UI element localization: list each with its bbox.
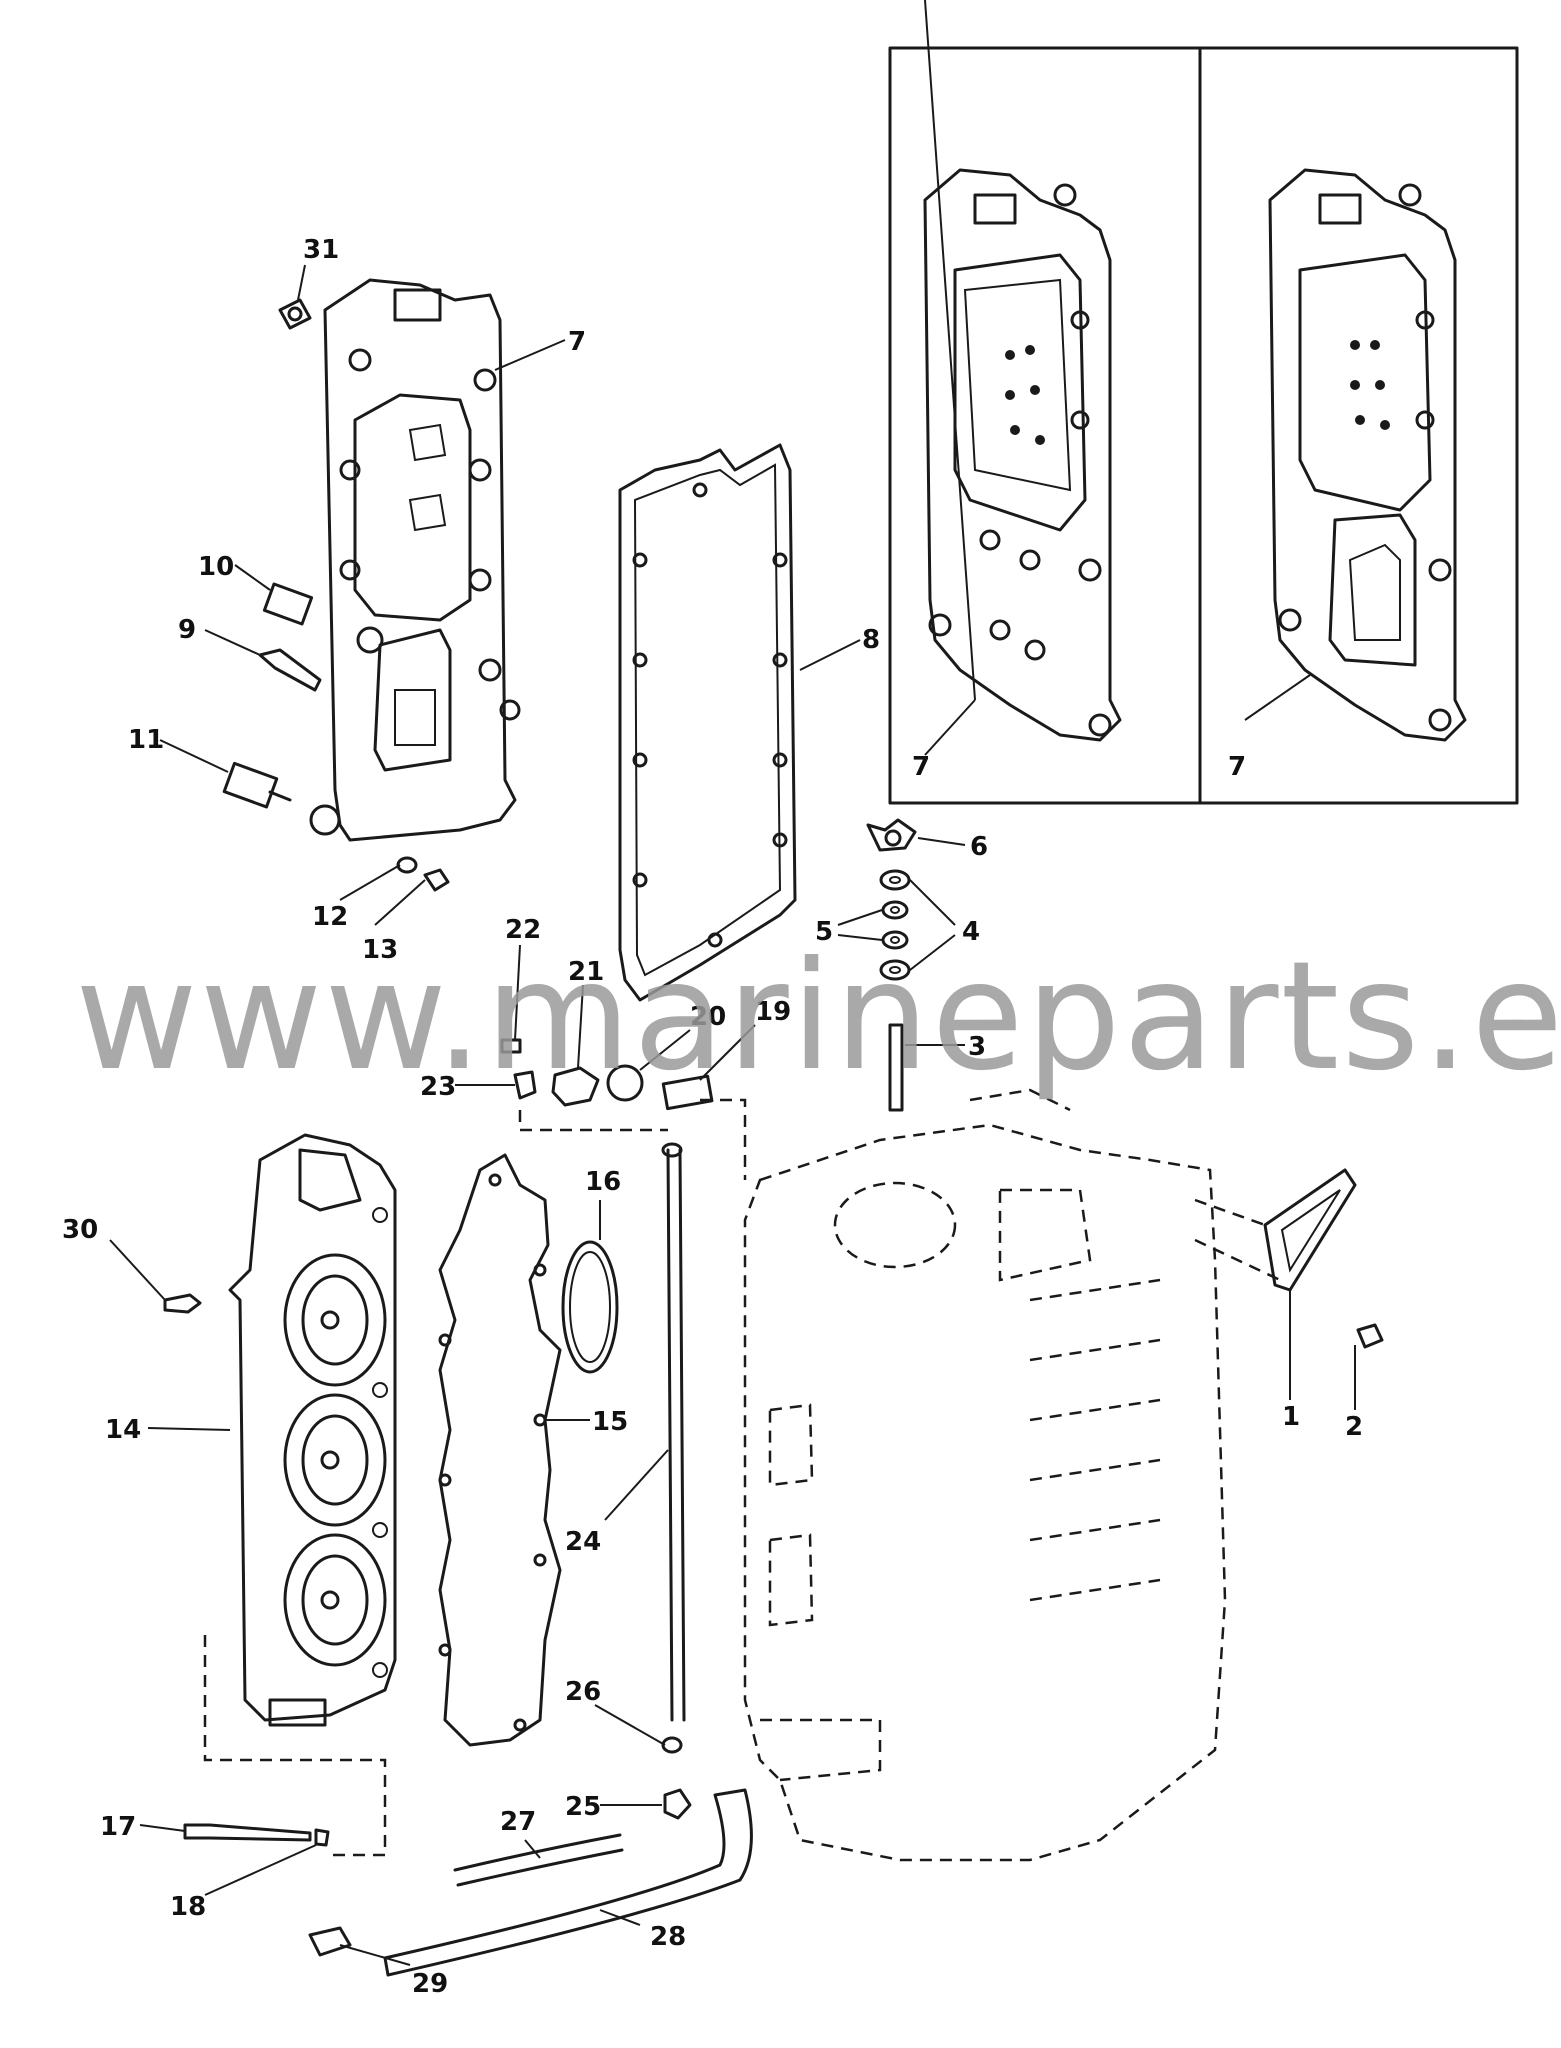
callout-28: 28 — [650, 1922, 686, 1952]
callout-22: 22 — [505, 915, 541, 945]
callout-29: 29 — [412, 1969, 448, 1999]
callout-19: 19 — [755, 997, 791, 1027]
callout-30: 30 — [62, 1215, 98, 1245]
washer-18 — [314, 1828, 330, 1847]
screw-22 — [500, 1038, 522, 1054]
callout-10: 10 — [198, 552, 234, 582]
callout-24: 24 — [565, 1527, 601, 1557]
bolt-9 — [258, 648, 322, 692]
hose-28 — [383, 1788, 753, 1977]
sensor-11 — [222, 761, 292, 809]
watermark: www.marineparts.eu — [75, 930, 1561, 1104]
o-ring-16 — [561, 1240, 619, 1374]
callout-14: 14 — [105, 1415, 141, 1445]
callout-18: 18 — [170, 1892, 206, 1922]
callout-26: 26 — [565, 1677, 601, 1707]
connection-lines — [203, 1098, 1281, 1857]
bracket-1 — [1263, 1168, 1357, 1292]
callout-21: 21 — [568, 957, 604, 987]
callout-16: 16 — [585, 1167, 621, 1197]
callout-11: 11 — [128, 725, 164, 755]
callout-5: 5 — [815, 917, 833, 947]
callout-13: 13 — [362, 935, 398, 965]
inset-exhaust-cover-a — [923, 168, 1122, 742]
callout-31: 31 — [303, 235, 339, 265]
bolt-17 — [183, 1823, 312, 1842]
callout-1: 1 — [1282, 1402, 1300, 1432]
washer-12 — [396, 856, 418, 874]
head-gasket — [438, 1153, 562, 1747]
callout-3: 3 — [968, 1032, 986, 1062]
cylinder-head — [228, 1133, 397, 1727]
callout-labels: 1 2 3 4 5 6 7 8 9 10 11 12 13 14 15 16 1… — [62, 235, 1363, 1999]
screw-2 — [1356, 1323, 1384, 1349]
callout-12: 12 — [312, 902, 348, 932]
nut-13 — [423, 868, 450, 892]
fitting-25 — [663, 1788, 692, 1820]
stud-3 — [888, 1023, 904, 1112]
callout-7: 7 — [568, 327, 586, 357]
fitting-19 — [661, 1074, 714, 1111]
callout-17: 17 — [100, 1812, 136, 1842]
water-tube-24 — [661, 1142, 686, 1754]
fitting-10 — [262, 582, 314, 626]
callout-20: 20 — [690, 1002, 726, 1032]
nut-20 — [606, 1064, 644, 1102]
cylinder-block — [743, 1088, 1227, 1862]
leader-lines — [109, 264, 1356, 1966]
callout-8: 8 — [862, 625, 880, 655]
callout-2: 2 — [1345, 1412, 1363, 1442]
screw-31 — [278, 298, 312, 330]
exhaust-cover-plate — [309, 278, 521, 842]
valve-21 — [551, 1066, 600, 1107]
inset-panel: 7 7 — [888, 0, 1519, 805]
callout-15: 15 — [592, 1407, 628, 1437]
washers-4-5 — [879, 869, 911, 981]
callout-25: 25 — [565, 1792, 601, 1822]
callout-6: 6 — [970, 832, 988, 862]
callout-9: 9 — [178, 615, 196, 645]
inset-exhaust-cover-b — [1268, 168, 1467, 742]
exhaust-cover-gasket — [618, 443, 797, 1002]
wing-nut-6 — [866, 818, 917, 852]
callout-27: 27 — [500, 1807, 536, 1837]
elbow-23 — [513, 1070, 537, 1100]
callout-4: 4 — [962, 917, 980, 947]
spark-plug-30 — [163, 1293, 202, 1314]
hose-27 — [453, 1833, 624, 1887]
inset-callout-7b: 7 — [1228, 752, 1246, 782]
callout-23: 23 — [420, 1072, 456, 1102]
inset-callout-7a: 7 — [912, 752, 930, 782]
fitting-29 — [308, 1926, 352, 1957]
